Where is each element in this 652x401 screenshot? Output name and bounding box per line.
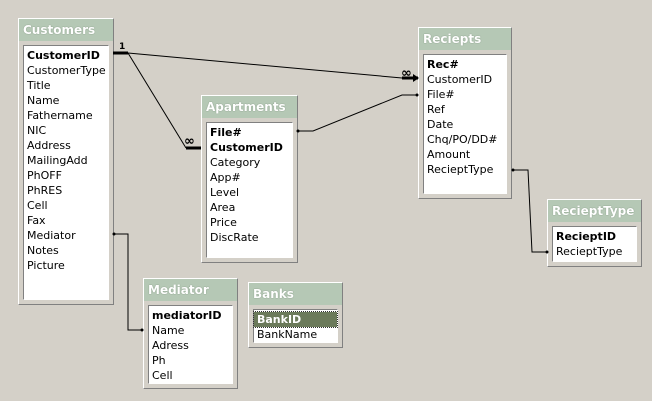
- field-item[interactable]: Title: [27, 79, 51, 92]
- field-item[interactable]: Address: [27, 139, 71, 152]
- field-item[interactable]: RecieptType: [427, 163, 494, 176]
- table-title[interactable]: Mediator: [144, 279, 237, 301]
- field-item[interactable]: Notes: [27, 244, 59, 257]
- field-item[interactable]: Mediator: [27, 229, 76, 242]
- field-item[interactable]: Date: [427, 118, 454, 131]
- field-item[interactable]: CustomerID: [427, 73, 493, 86]
- field-item[interactable]: Rec#: [427, 58, 459, 71]
- field-item[interactable]: File#: [210, 126, 242, 139]
- field-item[interactable]: Price: [210, 216, 237, 229]
- many-label: ∞: [184, 134, 195, 149]
- table-title[interactable]: Apartments: [202, 96, 297, 118]
- field-item[interactable]: File#: [427, 88, 455, 101]
- many-label: ∞: [401, 66, 412, 81]
- field-item[interactable]: CustomerID: [27, 49, 100, 62]
- field-item[interactable]: Chq/PO/DD#: [427, 133, 498, 146]
- field-item[interactable]: Area: [210, 201, 236, 214]
- field-item[interactable]: RecieptType: [556, 245, 623, 258]
- table-title[interactable]: Customers: [19, 19, 113, 41]
- relationship-reciepts-reciepttype[interactable]: [511, 168, 549, 254]
- field-item[interactable]: PhOFF: [27, 169, 62, 182]
- field-item[interactable]: PhRES: [27, 184, 63, 197]
- field-item[interactable]: Amount: [427, 148, 471, 161]
- field-item[interactable]: Cell: [152, 369, 173, 382]
- field-item[interactable]: MailingAdd: [27, 154, 88, 167]
- field-item[interactable]: CustomerID: [210, 141, 283, 154]
- field-item[interactable]: Ph: [152, 354, 166, 367]
- field-item[interactable]: Fathername: [27, 109, 93, 122]
- field-item[interactable]: Adress: [152, 339, 189, 352]
- field-list[interactable]: RecieptID RecieptType: [552, 226, 637, 262]
- field-item[interactable]: mediatorID: [152, 309, 222, 322]
- table-title[interactable]: Reciepts: [419, 28, 511, 50]
- field-item[interactable]: App#: [210, 171, 241, 184]
- table-title[interactable]: Banks: [249, 283, 342, 305]
- relationship-customers-apartments[interactable]: ∞: [127, 52, 201, 150]
- relationship-apartments-reciepts[interactable]: [296, 93, 419, 133]
- field-item[interactable]: CustomerType: [27, 64, 106, 77]
- relationship-customers-reciepts[interactable]: 1 ∞: [113, 42, 419, 82]
- field-item[interactable]: Picture: [27, 259, 65, 272]
- field-item[interactable]: Name: [27, 94, 60, 107]
- field-item[interactable]: BankName: [257, 328, 318, 341]
- field-item[interactable]: Level: [210, 186, 240, 199]
- field-item[interactable]: RecieptID: [556, 230, 617, 243]
- table-reciepttype[interactable]: RecieptType RecieptID RecieptType: [547, 199, 642, 267]
- field-item[interactable]: Ref: [427, 103, 445, 116]
- field-item[interactable]: Cell: [27, 199, 48, 212]
- table-title[interactable]: RecieptType: [548, 200, 641, 222]
- field-item[interactable]: BankID: [253, 311, 338, 328]
- relationship-customers-mediator[interactable]: [112, 232, 144, 332]
- field-item[interactable]: NIC: [27, 124, 47, 137]
- field-item[interactable]: Name: [152, 324, 185, 337]
- field-item[interactable]: Category: [210, 156, 261, 169]
- one-label: 1: [119, 42, 125, 52]
- field-item[interactable]: DiscRate: [210, 231, 259, 244]
- field-item[interactable]: Fax: [27, 214, 46, 227]
